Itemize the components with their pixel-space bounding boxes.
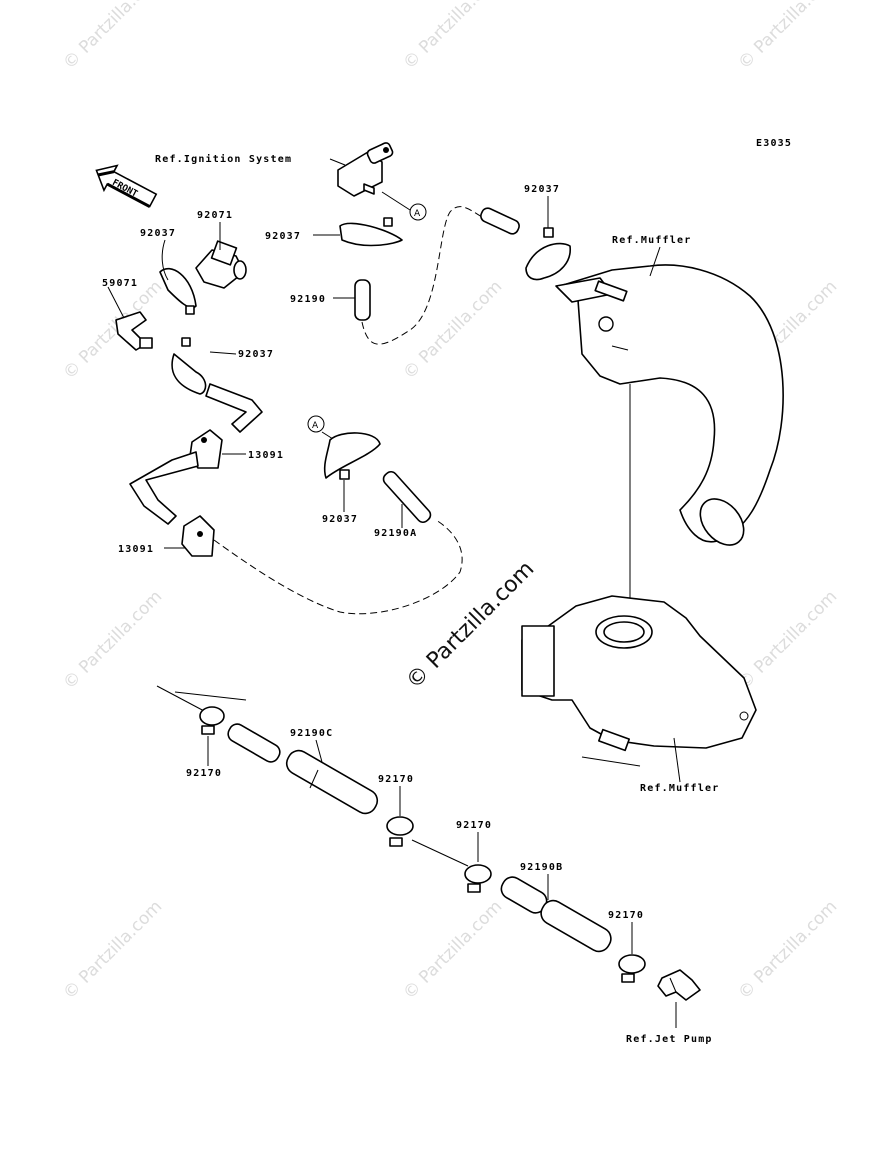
- clamp-92170-d: [618, 954, 646, 983]
- label-92037-ignition: 92037: [265, 231, 301, 242]
- label-92190b: 92190B: [520, 862, 563, 873]
- label-92190: 92190: [290, 294, 326, 305]
- watermark-text: © Partzilla.com: [734, 587, 841, 694]
- label-92071: 92071: [197, 210, 233, 221]
- label-92190c: 92190C: [290, 728, 333, 739]
- watermark-text: © Partzilla.com: [399, 0, 506, 74]
- label-ref-muffler-top: Ref.Muffler: [612, 235, 691, 246]
- label-92170-a: 92170: [186, 768, 222, 779]
- svg-text:A: A: [414, 209, 421, 219]
- label-ref-muffler-bottom: Ref.Muffler: [640, 783, 719, 794]
- watermark-text: © Partzilla.com: [734, 0, 841, 74]
- callout-a-top: A: [409, 203, 427, 221]
- front-arrow-icon: FRONT: [95, 164, 158, 208]
- label-92170-c: 92170: [456, 820, 492, 831]
- watermark-text: © Partzilla.com: [59, 587, 166, 694]
- label-ref-ignition: Ref.Ignition System: [155, 153, 292, 165]
- label-92037-upper-left: 92037: [140, 228, 176, 239]
- ignition-connector: [329, 142, 394, 197]
- watermark-text: © Partzilla.com: [59, 0, 166, 74]
- hose-92190b: [500, 876, 612, 953]
- watermark-text: © Partzilla.com: [734, 897, 841, 1004]
- label-59071: 59071: [102, 278, 138, 289]
- clamp-92170-b: [386, 816, 414, 847]
- muffler-lower: [521, 595, 757, 752]
- watermark-text: © Partzilla.com: [399, 897, 506, 1004]
- elbow-59071: [115, 311, 153, 351]
- hose-92190c: [227, 723, 379, 815]
- clamp-92170-c: [464, 864, 492, 893]
- label-92037-lower: 92037: [322, 514, 358, 525]
- label-92170-b: 92170: [378, 774, 414, 785]
- label-13091-lower: 13091: [118, 544, 154, 555]
- clamp-92170-a: [199, 706, 225, 735]
- jet-pump-fitting: [657, 969, 701, 1001]
- label-13091-upper: 13091: [248, 450, 284, 461]
- muffler-upper: [555, 264, 784, 546]
- watermark-main: © Partzilla.com: [402, 557, 540, 695]
- svg-text:A: A: [312, 421, 319, 431]
- watermark-text: © Partzilla.com: [399, 277, 506, 384]
- label-ref-jet-pump: Ref.Jet Pump: [626, 1034, 713, 1045]
- watermark-text: © Partzilla.com: [59, 277, 166, 384]
- diagram-code: E3035: [756, 138, 792, 149]
- label-92037-middle-left: 92037: [238, 349, 274, 360]
- callout-a-lower: A: [307, 415, 325, 433]
- watermark-text: © Partzilla.com: [59, 897, 166, 1004]
- fitting-92071: [195, 240, 247, 289]
- label-92037-muffler: 92037: [524, 184, 560, 195]
- label-92190a: 92190A: [374, 528, 417, 539]
- label-92170-d: 92170: [608, 910, 644, 921]
